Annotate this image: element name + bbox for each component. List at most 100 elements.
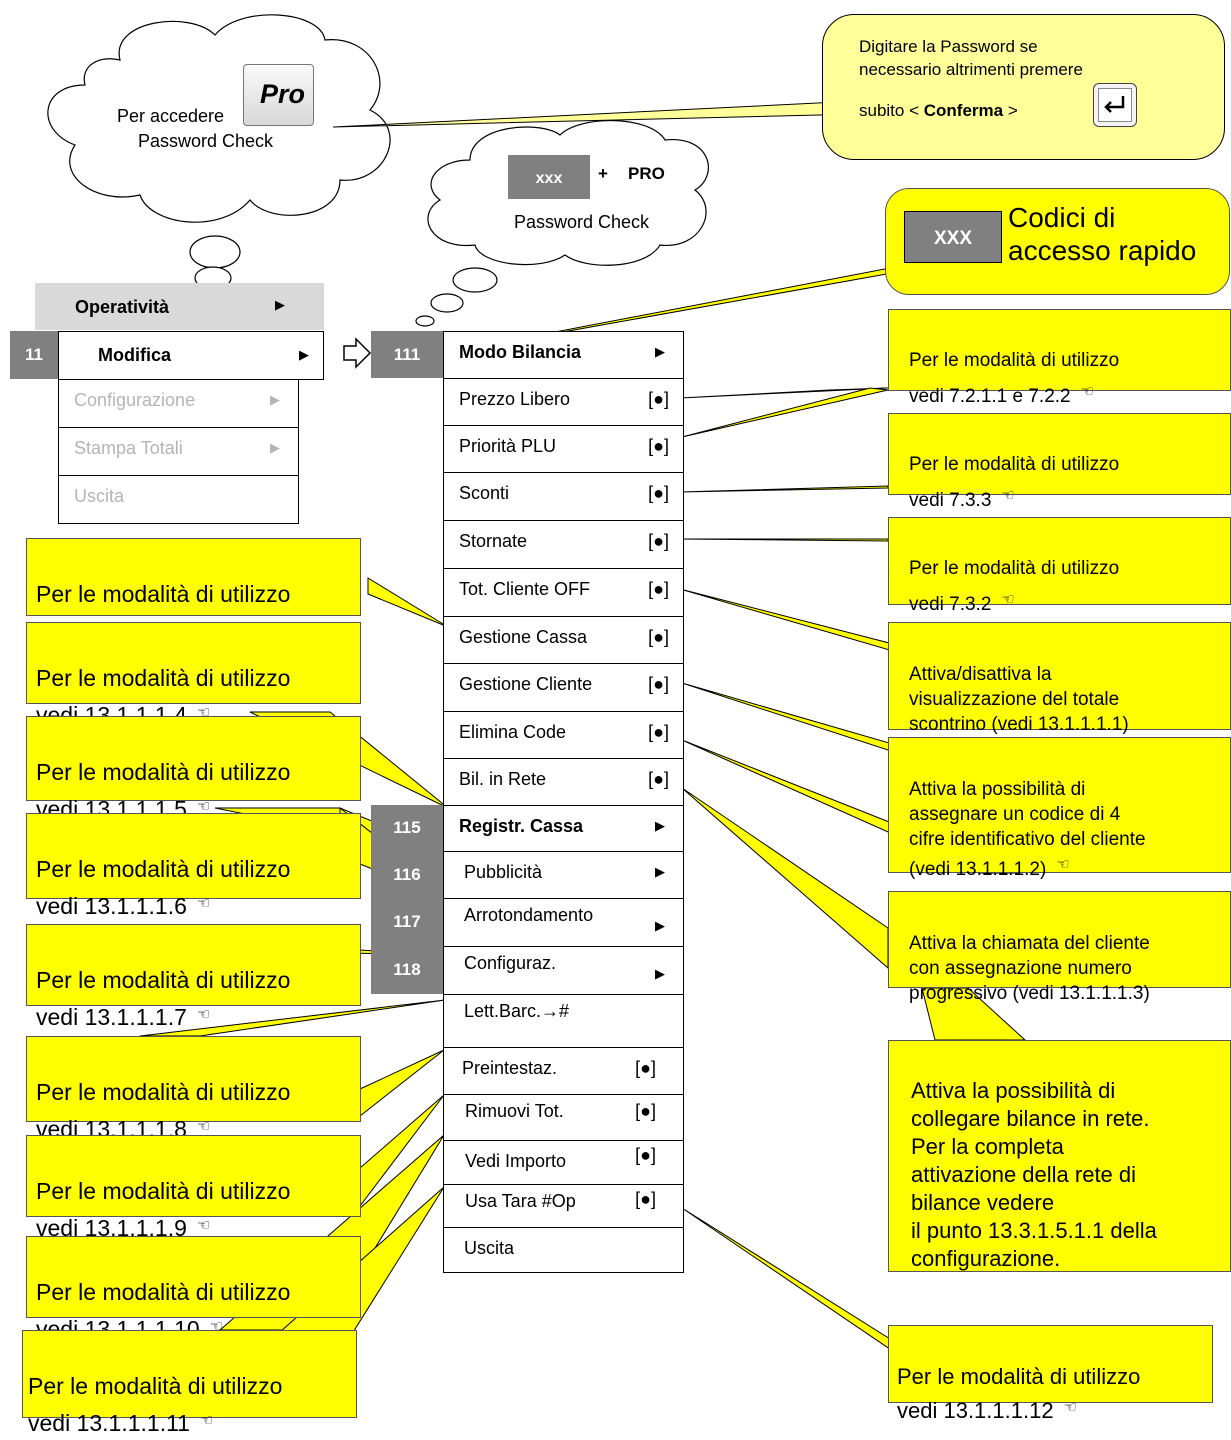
submenu-item-tot-cliente-off[interactable]: Tot. Cliente OFF [●] — [444, 569, 683, 617]
submenu-item-label: Tot. Cliente OFF — [459, 579, 591, 599]
callout-l7: Per le modalità di utilizzo vedi 13.1.1.… — [26, 1135, 361, 1241]
cloud-pro: PRO — [628, 164, 665, 183]
callout-r4: Attiva/disattiva la visualizzazione del … — [888, 622, 1231, 735]
callout-l9: Per le modalità di utilizzo vedi 13.1.1.… — [22, 1330, 357, 1436]
submenu-item-label: Registr. Cassa — [459, 816, 584, 836]
callout-text: Per le modalità di utilizzo vedi 13.1.1.… — [36, 967, 291, 1030]
pointing-hand-icon: ☜ — [199, 1411, 214, 1429]
menu-modifica-label: Modifica — [98, 345, 172, 365]
checkbox-mark: [●] — [635, 1145, 656, 1165]
callout-l1: Per le modalità di utilizzo vedi 7.5☜ — [26, 538, 361, 644]
callout-text: Per le modalità di utilizzo vedi 13.1.1.… — [36, 856, 291, 919]
checkbox-mark: [●] — [635, 1101, 656, 1121]
note-line-1: Digitare la Password se — [859, 37, 1038, 56]
chevron-right-icon: ▶ — [275, 297, 285, 312]
code-117: 117 — [371, 898, 443, 946]
checkbox-mark: [●] — [648, 436, 669, 456]
chevron-right-icon: ▶ — [270, 392, 280, 407]
submenu-item-modo-bilancia[interactable]: Modo Bilancia ▶ — [444, 332, 683, 379]
callout-r5: Attiva la possibilità di assegnare un co… — [888, 737, 1231, 880]
submenu-item-label: Modo Bilancia — [459, 342, 582, 362]
submenu-item-label: Elimina Code — [459, 722, 567, 742]
note-confirm: Conferma — [923, 101, 1004, 120]
submenu-item-uscita[interactable]: Uscita — [444, 1228, 683, 1274]
callout-text: Per le modalità di utilizzo vedi 7.3.2 — [909, 558, 1120, 615]
menu-stampa-totali[interactable]: Stampa Totali ▶ — [59, 428, 298, 476]
chevron-right-icon: ▶ — [299, 347, 309, 362]
submenu-item-label: Usa Tara #Op — [465, 1191, 576, 1211]
code-116: 116 — [371, 851, 443, 898]
submenu-item-label: Preintestaz. — [462, 1058, 558, 1078]
password-note: Digitare la Password se necessario altri… — [822, 14, 1225, 160]
checkbox-mark: [●] — [635, 1058, 656, 1078]
submenu-item-bil-in-rete[interactable]: Bil. in Rete [●] — [444, 759, 683, 806]
checkbox-mark: [●] — [648, 389, 669, 409]
chevron-right-icon: ▶ — [655, 966, 665, 981]
submenu-item-lett-barc[interactable]: Lett.Barc.→# — [444, 995, 683, 1048]
arrow-11-to-111 — [343, 337, 372, 369]
callout-l6: Per le modalità di utilizzo vedi 13.1.1.… — [26, 1036, 361, 1142]
submenu-item-elimina-code[interactable]: Elimina Code [●] — [444, 712, 683, 759]
chevron-right-icon: ▶ — [655, 864, 665, 879]
callout-text: Attiva la possibilità di assegnare un co… — [909, 779, 1146, 880]
submenu-item-sconti[interactable]: Sconti [●] — [444, 473, 683, 521]
callout-r1: Per le modalità di utilizzo vedi 7.2.1.1… — [888, 309, 1231, 407]
submenu-item-label: Bil. in Rete — [459, 769, 547, 789]
pro-key-label: Pro — [260, 79, 306, 109]
note-line-2: necessario altrimenti premere — [859, 60, 1083, 79]
submenu-item-usa-tara[interactable]: Usa Tara #Op [●] — [444, 1185, 683, 1228]
pointing-hand-icon: ☜ — [1001, 486, 1015, 504]
code-11: 11 — [10, 331, 58, 379]
submenu-item-stornate[interactable]: Stornate [●] — [444, 521, 683, 569]
chevron-right-icon: ▶ — [655, 918, 665, 933]
submenu-item-gestione-cassa[interactable]: Gestione Cassa [●] — [444, 617, 683, 664]
callout-l3: Per le modalità di utilizzo vedi 13.1.1.… — [26, 716, 361, 822]
callout-text: Per le modalità di utilizzo vedi 7.2.1.1… — [909, 350, 1120, 407]
submenu-item-registr-cassa[interactable]: Registr. Cassa ▶ — [444, 806, 683, 852]
checkbox-mark: [●] — [648, 769, 669, 789]
menu-operativita-label: Operatività — [75, 297, 170, 317]
pro-key-icon: Pro — [243, 64, 314, 126]
submenu-item-rimuovi-tot[interactable]: Rimuovi Tot. [●] — [444, 1095, 683, 1141]
submenu-item-configuraz[interactable]: Configuraz. ▶ — [444, 947, 683, 995]
callout-l5: Per le modalità di utilizzo vedi 13.1.1.… — [26, 924, 361, 1030]
pointing-hand-icon: ☜ — [196, 894, 211, 912]
menu-configurazione[interactable]: Configurazione ▶ — [59, 380, 298, 428]
chevron-right-icon: ▶ — [655, 818, 665, 833]
submenu-item-preintestaz[interactable]: Preintestaz. [●] — [444, 1048, 683, 1095]
pointing-hand-icon: ☜ — [196, 797, 211, 815]
menu-operativita[interactable]: Operatività ▶ — [35, 283, 324, 330]
checkbox-mark: [●] — [648, 483, 669, 503]
submenu-item-pubblicita[interactable]: Pubblicità ▶ — [444, 852, 683, 899]
callout-text: Attiva la possibilità di collegare bilan… — [911, 1078, 1157, 1271]
code-111: 111 — [371, 331, 443, 378]
callout-text: Per le modalità di utilizzo vedi 13.1.1.… — [28, 1373, 283, 1436]
menu-configurazione-label: Configurazione — [74, 390, 196, 410]
submenu-item-label: Rimuovi Tot. — [465, 1101, 564, 1121]
menu-uscita[interactable]: Uscita — [59, 476, 298, 524]
submenu-item-label: Priorità PLU — [459, 436, 557, 456]
callout-l8: Per le modalità di utilizzo vedi 13.1.1.… — [26, 1236, 361, 1342]
menu-modifica[interactable]: Modifica ▶ — [58, 331, 324, 380]
submenu-item-prezzo-libero[interactable]: Prezzo Libero [●] — [444, 379, 683, 426]
submenu-item-label: Pubblicità — [464, 862, 543, 882]
callout-r7: Attiva la possibilità di collegare bilan… — [888, 1040, 1231, 1272]
checkbox-mark: [●] — [648, 722, 669, 742]
submenu-item-label: Vedi Importo — [465, 1151, 567, 1171]
submenu-item-vedi-importo[interactable]: Vedi Importo [●] — [444, 1141, 683, 1185]
callout-r8-box: Per le modalità di utilizzo vedi 13.1.1.… — [888, 1325, 1213, 1423]
callout-text: Attiva la chiamata del cliente con asseg… — [909, 933, 1150, 1004]
submenu-item-label: Lett.Barc.→# — [464, 1001, 570, 1021]
quick-code-text: Codici di accesso rapido — [1008, 202, 1197, 266]
enter-key-icon — [1093, 83, 1137, 127]
chevron-right-icon: ▶ — [655, 344, 665, 359]
submenu-item-gestione-cliente[interactable]: Gestione Cliente [●] — [444, 664, 683, 712]
menu-uscita-label: Uscita — [74, 486, 125, 506]
submenu-item-arrotondamento[interactable]: Arrotondamento ▶ — [444, 899, 683, 947]
submenu-item-priorita-plu[interactable]: Priorità PLU [●] — [444, 426, 683, 473]
cloud-plus: + — [598, 164, 608, 183]
menu-main-list: Configurazione ▶ Stampa Totali ▶ Uscita — [58, 379, 299, 524]
submenu-item-label: Prezzo Libero — [459, 389, 571, 409]
checkbox-mark: [●] — [635, 1189, 656, 1209]
submenu-item-label: Gestione Cliente — [459, 674, 593, 694]
